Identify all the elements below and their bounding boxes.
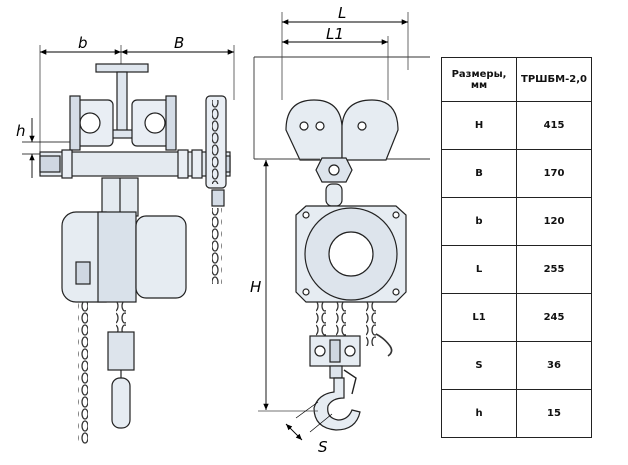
- table-row: S 36: [441, 341, 592, 390]
- table-header-row: Размеры, мм ТРШБМ-2,0: [441, 57, 592, 102]
- row-value: 120: [516, 197, 592, 246]
- label-S: S: [318, 438, 328, 456]
- header-model: ТРШБМ-2,0: [516, 57, 592, 102]
- dimension-L-L1: [281, 12, 409, 100]
- table-row: H 415: [441, 101, 592, 150]
- row-param: S: [441, 341, 517, 390]
- header-param: Размеры, мм: [441, 57, 517, 102]
- row-value: 170: [516, 149, 592, 198]
- table-row: h 15: [441, 389, 592, 438]
- suspension-link-side: [101, 177, 139, 217]
- row-value: 245: [516, 293, 592, 342]
- label-b: b: [78, 34, 88, 52]
- dimension-H: [258, 158, 320, 412]
- bottom-block-front: [309, 335, 361, 367]
- row-param: L1: [441, 293, 517, 342]
- table-row: L 255: [441, 245, 592, 294]
- row-value: 415: [516, 101, 592, 150]
- row-value: 15: [516, 389, 592, 438]
- side-view: [22, 45, 235, 444]
- hand-chain-wheel-side: [205, 95, 227, 284]
- label-L1: L1: [326, 25, 344, 43]
- label-h: h: [16, 122, 26, 140]
- hoist-body-front: [295, 205, 407, 303]
- swivel-nut: [315, 157, 353, 207]
- load-chains-front: [316, 302, 393, 357]
- table-row: b 120: [441, 197, 592, 246]
- row-param: h: [441, 389, 517, 438]
- row-param: b: [441, 197, 517, 246]
- row-param: L: [441, 245, 517, 294]
- hoist-body-side: [61, 211, 187, 303]
- front-view: [253, 12, 430, 441]
- dimensions-table: Размеры, мм ТРШБМ-2,0 H 415 B 170 b 120 …: [441, 57, 592, 438]
- label-L: L: [338, 4, 346, 22]
- hook-block-side: [107, 331, 135, 429]
- trolley-plates-front: [285, 99, 399, 161]
- label-H: H: [250, 278, 261, 296]
- hook-front: [313, 365, 361, 431]
- row-value: 255: [516, 245, 592, 294]
- trolley-wheels-side: [69, 95, 177, 151]
- dimension-S: [285, 401, 333, 441]
- trolley-axle: [39, 149, 231, 179]
- load-chains-side: [78, 302, 126, 444]
- row-value: 36: [516, 341, 592, 390]
- row-param: B: [441, 149, 517, 198]
- row-param: H: [441, 101, 517, 150]
- table-row: B 170: [441, 149, 592, 198]
- dimension-b-B: [39, 45, 235, 160]
- label-B: B: [174, 34, 184, 52]
- table-row: L1 245: [441, 293, 592, 342]
